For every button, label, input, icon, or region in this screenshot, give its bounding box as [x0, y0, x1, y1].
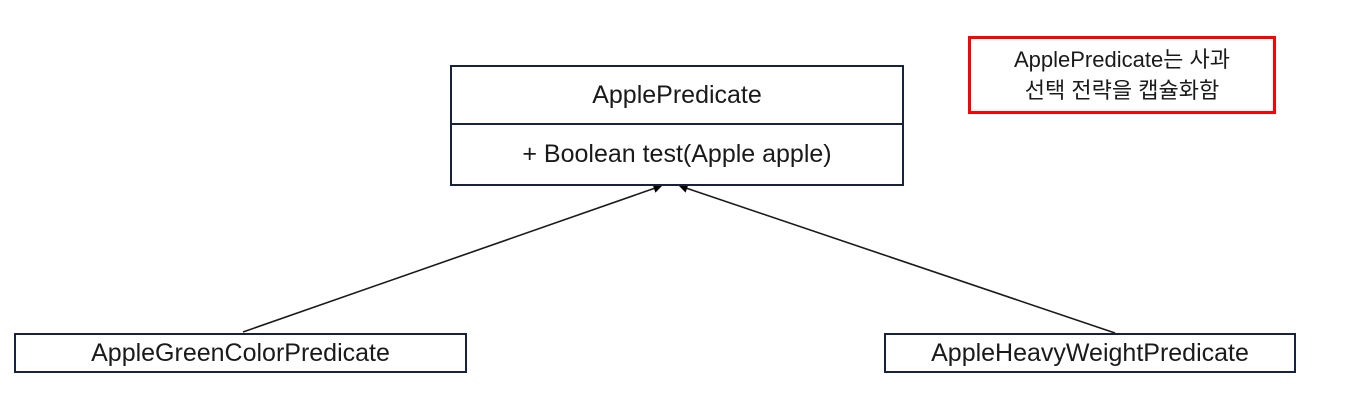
- class-name-apple-predicate: ApplePredicate: [452, 67, 902, 125]
- class-box-apple-predicate[interactable]: ApplePredicate + Boolean test(Apple appl…: [450, 65, 904, 186]
- annotation-note: ApplePredicate는 사과 선택 전략을 캡슐화함: [968, 36, 1276, 114]
- class-method-test: + Boolean test(Apple apple): [522, 140, 832, 168]
- inheritance-line-heavy: [678, 184, 1116, 334]
- inheritance-line-green: [242, 184, 663, 333]
- class-box-apple-green-color-predicate[interactable]: AppleGreenColorPredicate: [14, 333, 467, 373]
- class-name-apple-green-color-predicate: AppleGreenColorPredicate: [91, 338, 390, 367]
- annotation-line-2: 선택 전략을 캡슐화함: [1024, 78, 1220, 103]
- class-name-apple-heavy-weight-predicate: AppleHeavyWeightPredicate: [931, 338, 1249, 367]
- annotation-line-1: ApplePredicate는 사과: [1013, 47, 1231, 72]
- class-box-apple-heavy-weight-predicate[interactable]: AppleHeavyWeightPredicate: [884, 333, 1296, 373]
